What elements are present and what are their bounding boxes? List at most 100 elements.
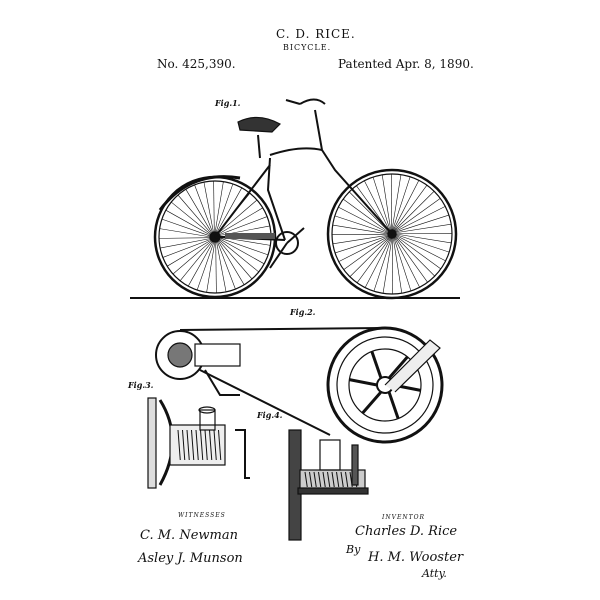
spoke	[203, 182, 214, 234]
spoke	[213, 181, 215, 234]
bicycle-figure	[130, 98, 460, 300]
spoke	[394, 236, 428, 283]
spoke	[372, 176, 391, 231]
spoke	[332, 234, 389, 245]
inventor-label: INVENTOR	[382, 514, 426, 521]
spring-coil	[213, 429, 217, 461]
spoke	[218, 238, 265, 265]
spoke	[387, 355, 409, 380]
front-wheel	[326, 168, 458, 300]
fig1-label: Fig.1.	[215, 98, 241, 108]
spoke	[395, 223, 452, 234]
spoke	[361, 390, 383, 415]
patent-number: No. 425,390.	[157, 57, 236, 71]
spring-coil	[195, 429, 199, 461]
rear-fender	[158, 175, 241, 211]
spoke	[393, 185, 428, 231]
spoke	[217, 207, 263, 235]
spoke	[349, 237, 390, 277]
spoke	[395, 206, 446, 232]
spoke	[196, 240, 215, 291]
spoke	[177, 194, 213, 235]
spoke	[381, 174, 392, 231]
spoke	[394, 191, 435, 231]
pedal-crank	[275, 231, 299, 255]
spoke	[364, 237, 392, 288]
spoke	[167, 239, 213, 267]
inventor-name: C. D. RICE.	[276, 27, 356, 41]
spoke	[216, 240, 236, 290]
spoke	[356, 237, 391, 283]
spoke	[392, 176, 411, 231]
fig3-label: Fig.3.	[128, 380, 154, 390]
spoke	[395, 234, 446, 262]
spoke	[394, 198, 441, 232]
spoke	[217, 239, 245, 285]
fig4-label: Fig.4.	[257, 410, 283, 420]
spoke	[206, 240, 216, 293]
spoke	[162, 238, 212, 258]
spoke	[215, 240, 217, 293]
spoke	[218, 238, 259, 273]
spoke	[338, 206, 389, 234]
spoke	[382, 237, 393, 294]
spoke	[395, 235, 441, 270]
spoke	[172, 239, 213, 275]
spoke	[395, 236, 435, 277]
by-label: By	[346, 543, 361, 556]
spoke	[392, 180, 420, 231]
inventor-signature: Charles D. Rice	[355, 524, 458, 539]
witnesses-label: WITNESSES	[178, 512, 226, 519]
spring-coil	[345, 471, 349, 488]
spoke	[395, 214, 450, 233]
spoke	[159, 237, 212, 239]
spoke	[216, 187, 243, 234]
spoke	[218, 216, 268, 236]
spring-coil	[313, 471, 317, 488]
spoke	[387, 391, 400, 420]
spoke	[391, 174, 402, 231]
spoke	[343, 198, 389, 233]
spoke	[334, 215, 389, 234]
spoke	[370, 350, 383, 379]
spring-coil	[309, 471, 313, 488]
spoke	[185, 189, 213, 235]
spring-coil	[218, 429, 222, 461]
spring-coil	[322, 471, 326, 488]
spoke	[349, 378, 378, 387]
witness-signature-1: C. M. Newman	[140, 528, 238, 543]
atty-label: Atty.	[422, 567, 447, 580]
spoke	[338, 236, 389, 262]
invention-title: BICYCLE.	[283, 43, 332, 52]
spoke	[216, 240, 227, 292]
patent-date: Patented Apr. 8, 1890.	[338, 57, 474, 71]
saddle	[237, 116, 281, 133]
spoke	[187, 240, 214, 287]
spoke	[165, 209, 212, 236]
spoke	[161, 218, 212, 237]
spoke	[395, 233, 452, 244]
fig2-label: Fig.2.	[290, 307, 316, 317]
spoke	[393, 237, 412, 292]
spring-coil	[177, 429, 181, 461]
spoke	[160, 238, 212, 249]
spring-coil	[182, 429, 186, 461]
belt	[179, 327, 386, 331]
spring-coil	[209, 429, 213, 461]
spoke	[171, 201, 212, 236]
spoke	[343, 236, 390, 270]
spoke	[394, 237, 420, 288]
spoke	[349, 191, 389, 232]
spring-coil	[336, 471, 340, 488]
spoke	[217, 239, 253, 280]
spoke	[364, 180, 390, 231]
spoke	[159, 228, 212, 238]
rear-wheel	[153, 175, 277, 299]
spring-coil	[304, 471, 308, 488]
spring-coil	[318, 471, 322, 488]
spoke	[395, 234, 450, 253]
section-figure	[288, 429, 369, 541]
spoke	[392, 237, 403, 294]
attorney-signature: H. M. Wooster	[368, 550, 464, 565]
